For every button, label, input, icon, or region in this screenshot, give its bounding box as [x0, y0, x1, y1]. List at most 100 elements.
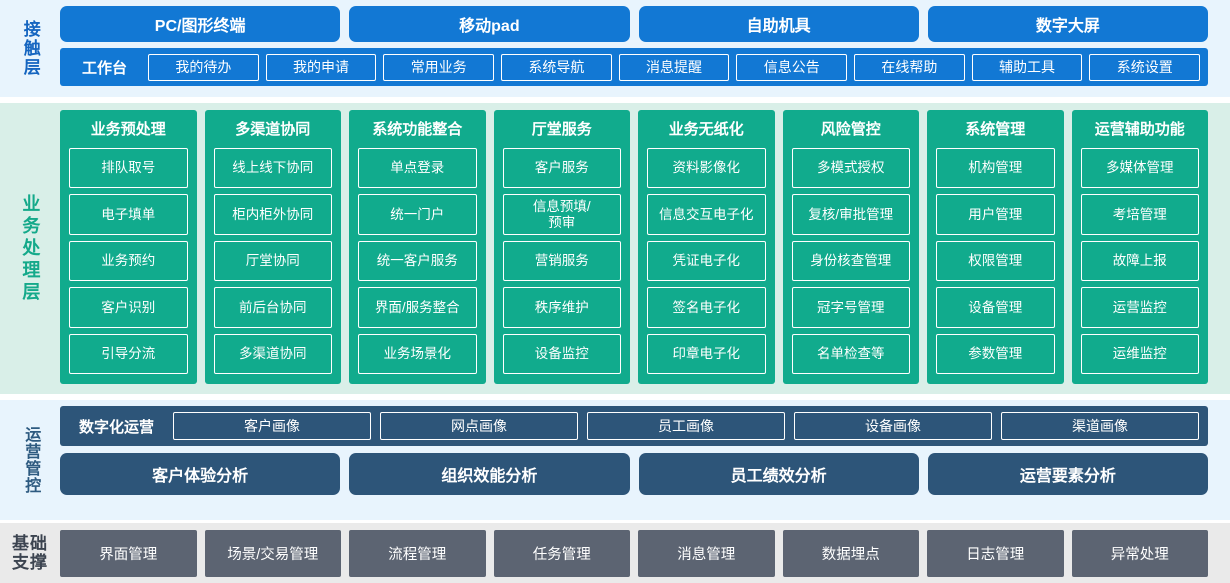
foundation-item-message-management[interactable]: 消息管理: [638, 530, 775, 577]
layer-operations: 运营管控 数字化运营 客户画像 网点画像 员工画像 设备画像 渠道画像 客户体验…: [0, 400, 1230, 520]
business-item[interactable]: 运维监控: [1080, 333, 1199, 375]
business-column-system-management: 系统管理 机构管理 用户管理 权限管理 设备管理 参数管理: [927, 110, 1064, 384]
workbench-item-my-application[interactable]: 我的申请: [265, 53, 377, 81]
business-item[interactable]: 多模式授权: [791, 148, 910, 189]
business-item[interactable]: 客户识别: [69, 287, 188, 328]
column-title: 系统管理: [965, 121, 1026, 138]
business-item[interactable]: 信息交互电子化: [647, 194, 766, 235]
business-item[interactable]: 多渠道协同: [213, 333, 332, 375]
business-item[interactable]: 厅堂协同: [213, 240, 332, 282]
business-item[interactable]: 考培管理: [1080, 194, 1199, 235]
business-item[interactable]: 权限管理: [936, 240, 1055, 282]
business-item[interactable]: 信息预填/ 预审: [502, 194, 621, 235]
portrait-item-device[interactable]: 设备画像: [794, 412, 993, 440]
business-item[interactable]: 资料影像化: [647, 148, 766, 189]
business-item[interactable]: 用户管理: [936, 194, 1055, 235]
foundation-item-process-management[interactable]: 流程管理: [349, 530, 486, 577]
foundation-item-log-management[interactable]: 日志管理: [927, 530, 1064, 577]
channel-row: PC/图形终端 移动pad 自助机具 数字大屏: [60, 6, 1208, 42]
business-item[interactable]: 营销服务: [502, 240, 621, 282]
workbench-item-message-reminder[interactable]: 消息提醒: [618, 53, 730, 81]
channel-box-digital-screen[interactable]: 数字大屏: [927, 6, 1208, 42]
analysis-item-employee-performance[interactable]: 员工绩效分析: [638, 453, 919, 495]
workbench-item-system-navigation[interactable]: 系统导航: [501, 53, 612, 81]
channel-box-mobile-pad[interactable]: 移动pad: [349, 6, 630, 42]
workbench-item-auxiliary-tools[interactable]: 辅助工具: [971, 53, 1083, 81]
business-column-system-integration: 系统功能整合 单点登录 统一门户 统一客户服务 界面/服务整合 业务场景化: [349, 110, 486, 384]
business-item[interactable]: 线上线下协同: [213, 148, 332, 189]
layer-foundation-body: 界面管理 场景/交易管理 流程管理 任务管理 消息管理 数据埋点 日志管理 异常…: [60, 523, 1230, 583]
business-item[interactable]: 排队取号: [69, 148, 188, 189]
layer-divider-1: [0, 97, 1230, 103]
business-item[interactable]: 业务场景化: [358, 333, 477, 375]
foundation-row: 界面管理 场景/交易管理 流程管理 任务管理 消息管理 数据埋点 日志管理 异常…: [60, 530, 1208, 577]
analysis-item-organization-efficiency[interactable]: 组织效能分析: [349, 453, 630, 495]
portrait-item-branch[interactable]: 网点画像: [380, 412, 579, 440]
business-item[interactable]: 凭证电子化: [647, 240, 766, 282]
portrait-item-employee[interactable]: 员工画像: [587, 412, 786, 440]
business-column-lobby-service: 厅堂服务 客户服务 信息预填/ 预审 营销服务 秩序维护 设备监控: [493, 110, 630, 384]
business-item[interactable]: 秩序维护: [502, 287, 621, 328]
business-item[interactable]: 参数管理: [936, 333, 1055, 375]
business-item[interactable]: 引导分流: [69, 333, 188, 375]
foundation-item-data-tracking[interactable]: 数据埋点: [782, 530, 919, 577]
business-item[interactable]: 设备管理: [936, 287, 1055, 328]
business-column-preprocessing: 业务预处理 排队取号 电子填单 业务预约 客户识别 引导分流: [60, 110, 197, 384]
foundation-item-scene-transaction-management[interactable]: 场景/交易管理: [204, 530, 341, 577]
business-item[interactable]: 柜内柜外协同: [213, 194, 332, 235]
workbench-item-my-todo[interactable]: 我的待办: [148, 53, 259, 81]
analysis-item-customer-experience[interactable]: 客户体验分析: [60, 453, 341, 495]
business-item[interactable]: 电子填单: [69, 194, 188, 235]
business-item[interactable]: 名单检查等: [791, 333, 910, 375]
business-column-paperless: 业务无纸化 资料影像化 信息交互电子化 凭证电子化 签名电子化 印章电子化: [638, 110, 775, 384]
business-item[interactable]: 签名电子化: [647, 287, 766, 328]
layer-contact: 接触层 PC/图形终端 移动pad 自助机具 数字大屏 工作台 我的待办 我的申…: [0, 0, 1230, 97]
layer-operations-label: 运营管控: [22, 426, 40, 494]
business-item[interactable]: 界面/服务整合: [358, 287, 477, 328]
business-column-risk-control: 风险管控 多模式授权 复核/审批管理 身份核查管理 冠字号管理 名单检查等: [782, 110, 919, 384]
channel-box-self-service[interactable]: 自助机具: [638, 6, 919, 42]
business-item[interactable]: 故障上报: [1080, 240, 1199, 282]
business-item[interactable]: 身份核查管理: [791, 240, 910, 282]
business-item[interactable]: 前后台协同: [213, 287, 332, 328]
portrait-item-channel[interactable]: 渠道画像: [1001, 412, 1200, 440]
workbench-label: 工作台: [82, 59, 128, 77]
business-item[interactable]: 机构管理: [936, 148, 1055, 189]
analysis-item-operation-elements[interactable]: 运营要素分析: [927, 453, 1208, 495]
business-item[interactable]: 冠字号管理: [791, 287, 910, 328]
business-columns: 业务预处理 排队取号 电子填单 业务预约 客户识别 引导分流 多渠道协同 线上线…: [60, 110, 1208, 384]
layer-operations-body: 数字化运营 客户画像 网点画像 员工画像 设备画像 渠道画像 客户体验分析 组织…: [60, 400, 1230, 520]
column-title: 运营辅助功能: [1094, 121, 1185, 138]
foundation-item-exception-handling[interactable]: 异常处理: [1071, 530, 1208, 577]
channel-box-pc[interactable]: PC/图形终端: [60, 6, 341, 42]
business-item[interactable]: 复核/审批管理: [791, 194, 910, 235]
foundation-item-ui-management[interactable]: 界面管理: [60, 530, 197, 577]
foundation-item-task-management[interactable]: 任务管理: [493, 530, 630, 577]
layer-business-label: 业务处理层: [20, 193, 41, 304]
business-item[interactable]: 多媒体管理: [1080, 148, 1199, 189]
column-title: 系统功能整合: [372, 121, 463, 138]
workbench-item-common-business[interactable]: 常用业务: [383, 53, 495, 81]
business-item[interactable]: 统一客户服务: [358, 240, 477, 282]
business-item[interactable]: 印章电子化: [647, 333, 766, 375]
business-column-multichannel: 多渠道协同 线上线下协同 柜内柜外协同 厅堂协同 前后台协同 多渠道协同: [204, 110, 341, 384]
workbench-item-information-bulletin[interactable]: 信息公告: [736, 53, 848, 81]
business-item[interactable]: 业务预约: [69, 240, 188, 282]
digital-operation-row: 数字化运营 客户画像 网点画像 员工画像 设备画像 渠道画像: [60, 406, 1208, 446]
digital-operation-label: 数字化运营: [79, 418, 155, 436]
portrait-item-customer[interactable]: 客户画像: [173, 412, 372, 440]
layer-business: 业务处理层 业务预处理 排队取号 电子填单 业务预约 客户识别 引导分流 多渠道…: [0, 103, 1230, 394]
analysis-row: 客户体验分析 组织效能分析 员工绩效分析 运营要素分析: [60, 453, 1208, 495]
workbench-item-online-help[interactable]: 在线帮助: [854, 53, 965, 81]
business-column-operation-support: 运营辅助功能 多媒体管理 考培管理 故障上报 运营监控 运维监控: [1071, 110, 1208, 384]
workbench-item-system-settings[interactable]: 系统设置: [1089, 53, 1201, 81]
layer-foundation: 基础 支撑 界面管理 场景/交易管理 流程管理 任务管理 消息管理 数据埋点 日…: [0, 523, 1230, 583]
business-item[interactable]: 设备监控: [502, 333, 621, 375]
column-title: 风险管控: [820, 121, 881, 138]
business-item[interactable]: 统一门户: [358, 194, 477, 235]
business-item[interactable]: 客户服务: [502, 148, 621, 189]
business-item[interactable]: 单点登录: [358, 148, 477, 189]
layer-divider-2: [0, 394, 1230, 400]
business-item[interactable]: 运营监控: [1080, 287, 1199, 328]
column-title: 多渠道协同: [235, 121, 311, 138]
